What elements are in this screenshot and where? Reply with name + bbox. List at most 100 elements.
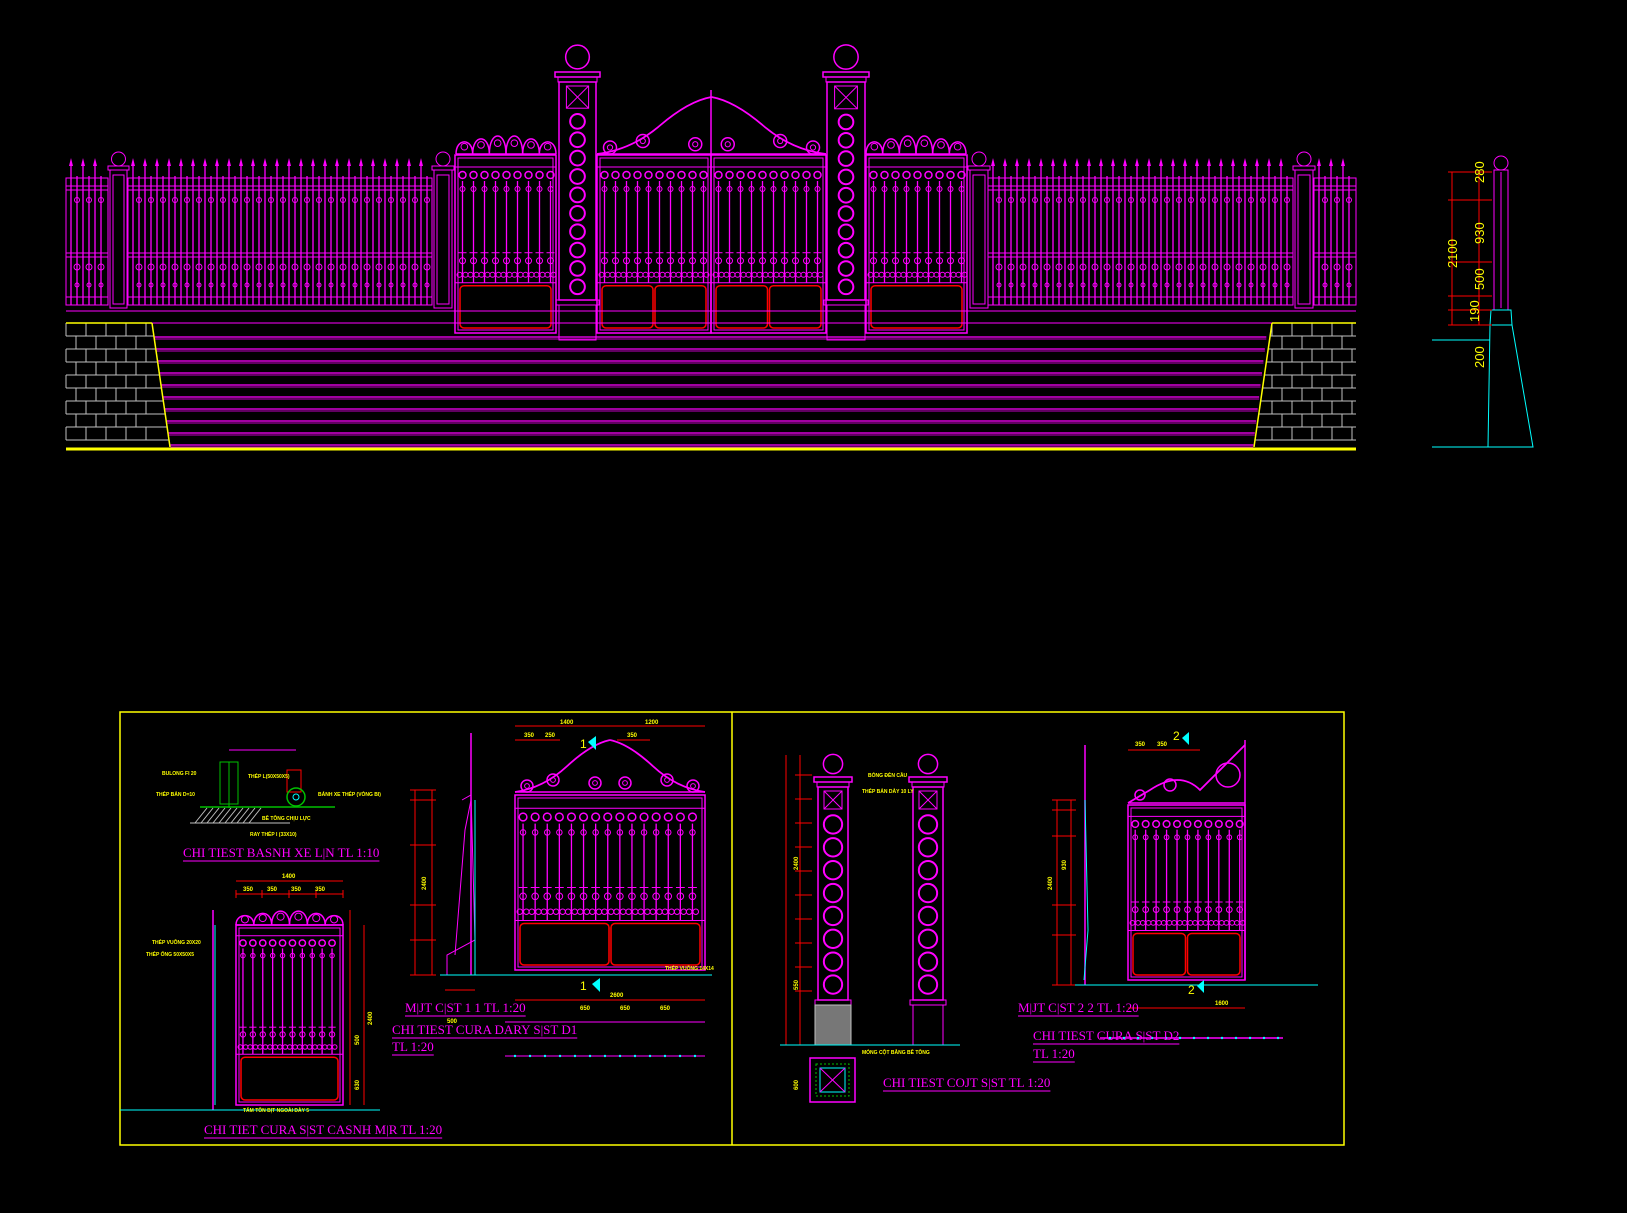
gate-scroll (759, 257, 766, 265)
gate-scroll (692, 908, 699, 915)
gate-scroll (681, 271, 688, 278)
pillar-ring (917, 974, 939, 995)
gate-bottom-panel (870, 284, 963, 329)
fence-ornament (340, 197, 346, 203)
gate-scroll (1208, 920, 1215, 926)
fence-ornament (231, 263, 239, 271)
gate-scroll (936, 257, 943, 265)
section-arrow (592, 978, 600, 992)
gate-scroll (748, 257, 755, 265)
gate-scroll (239, 1031, 247, 1038)
gate-ring (248, 939, 257, 947)
gate-scroll (675, 271, 682, 278)
gate-scroll (1171, 920, 1178, 926)
gate-scroll (326, 1044, 333, 1050)
gate-ornament (814, 186, 821, 192)
gate-scroll (814, 257, 821, 265)
fence-ornament (1032, 197, 1038, 203)
gate-scroll (1223, 920, 1230, 926)
pillar-ring (822, 928, 844, 949)
gate-ornament (1184, 834, 1191, 841)
gate-ornament (803, 186, 810, 192)
spear-tip (203, 158, 207, 166)
gate-ring (524, 170, 533, 180)
gate-ring (747, 170, 756, 180)
spear-tip (1075, 158, 1079, 166)
pillar-ring (837, 131, 855, 149)
gate-scroll (328, 1031, 336, 1038)
spear-tip (1255, 158, 1259, 166)
gate-ornament (568, 829, 575, 836)
gate-scroll (478, 271, 485, 278)
gate-ornament (492, 186, 499, 192)
gate-ornament (580, 829, 587, 836)
gate-ring (802, 170, 811, 180)
dim-350: 350 (524, 733, 535, 739)
gate-ornament (531, 829, 539, 836)
fence-post (431, 151, 455, 309)
fence-ornament (1152, 197, 1158, 203)
pillar-ring (837, 150, 855, 167)
gate-scroll (612, 257, 619, 265)
gate-scroll (817, 271, 824, 278)
pillar-ring (822, 882, 844, 904)
fence-ornament (1068, 197, 1074, 203)
plan-bolt (1276, 1036, 1280, 1040)
fence-ornament (1223, 263, 1231, 271)
arch-curl (592, 780, 598, 786)
side-gate-right (865, 154, 968, 334)
gate-ornament (556, 829, 563, 836)
gate-scroll (656, 257, 663, 265)
post-body (433, 169, 453, 309)
gate-ornament (667, 186, 674, 192)
main-gate-leaf-left (596, 154, 712, 334)
fence-post (107, 151, 130, 309)
pillar-ring (569, 131, 586, 149)
gate-scroll (1150, 920, 1157, 926)
gate-scroll (625, 908, 632, 915)
gate-scroll (1197, 920, 1204, 926)
fence-ornament (184, 282, 190, 288)
gate-ring (458, 170, 467, 180)
title-sliding-gate-d1-scale: TL 1:20 (392, 1039, 434, 1054)
gate-scroll (489, 271, 496, 278)
fence-ornament (85, 263, 93, 271)
gate-scroll (492, 257, 499, 265)
gate-ornament (1215, 834, 1222, 841)
gate-scroll (470, 257, 477, 265)
spear-tip (1039, 158, 1043, 166)
gate-ring (666, 170, 675, 180)
fence-ornament (1271, 263, 1279, 271)
fence-ornament (1091, 263, 1099, 271)
spear-tip (1123, 158, 1127, 166)
gate-scroll (958, 257, 965, 265)
gate-ring (725, 170, 734, 180)
pillar-ring (569, 113, 586, 130)
crest-curl (1215, 762, 1241, 788)
gate-scroll (289, 1031, 296, 1038)
gate-scroll (745, 271, 752, 278)
arch-curl (493, 139, 502, 148)
fence-ornament (1211, 263, 1219, 271)
gate-scroll (559, 908, 566, 915)
gate-scroll (642, 271, 649, 278)
spear-tip (227, 158, 231, 166)
spear-tip (1219, 158, 1223, 166)
wheel (286, 787, 306, 807)
gate-scroll (555, 892, 564, 901)
gate-scroll (914, 257, 921, 265)
gate-scroll (456, 271, 463, 278)
gate-scroll (892, 257, 899, 265)
dim-2100: 2100 (1445, 239, 1460, 268)
side-base-cap (1489, 309, 1513, 326)
gate-scroll (734, 271, 741, 278)
dim-2400: 2400 (422, 876, 428, 890)
arch-curl (688, 137, 703, 152)
spear-tip (1195, 158, 1199, 166)
gate-ring (957, 170, 966, 180)
spear-tip (1099, 158, 1103, 166)
gate-ring (1152, 819, 1161, 829)
gate-scroll (277, 1044, 283, 1050)
pillar-ring (822, 860, 844, 881)
